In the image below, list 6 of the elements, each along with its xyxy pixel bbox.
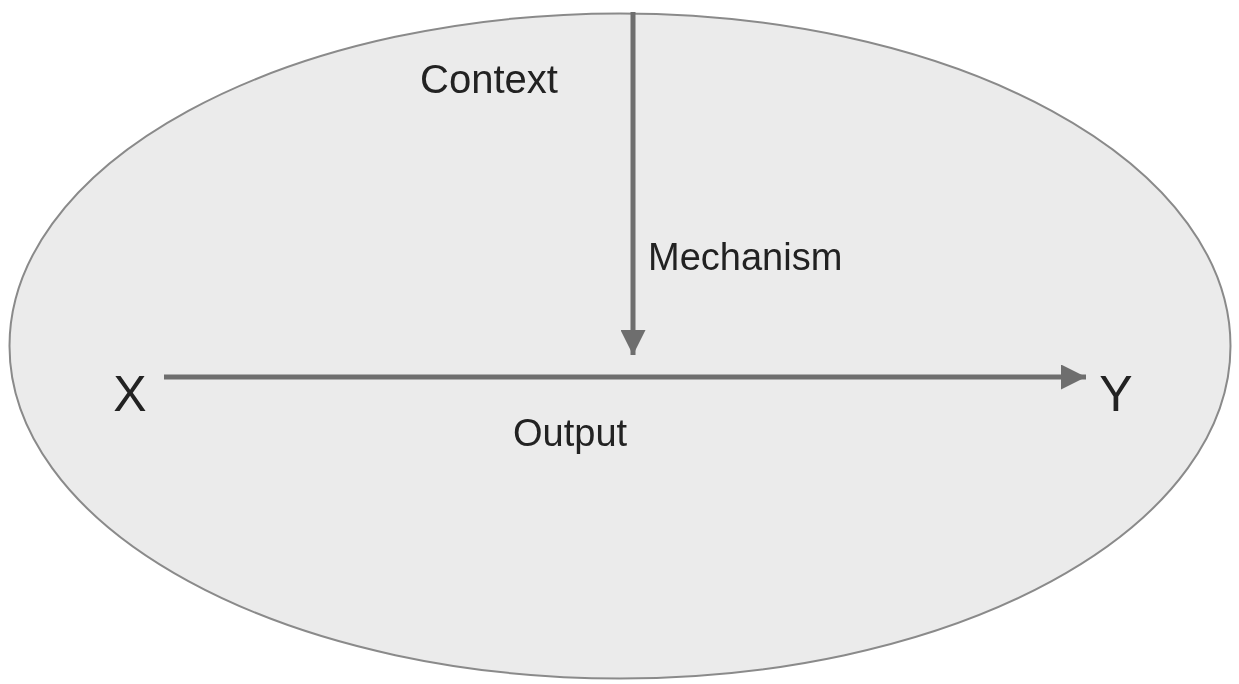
arrow — [620, 12, 646, 355]
node-label: Context — [420, 38, 625, 120]
ellipse-region — [8, 12, 1232, 680]
arrow — [164, 364, 1086, 390]
node-label: X — [106, 368, 154, 420]
node-label: Y — [1092, 368, 1140, 420]
